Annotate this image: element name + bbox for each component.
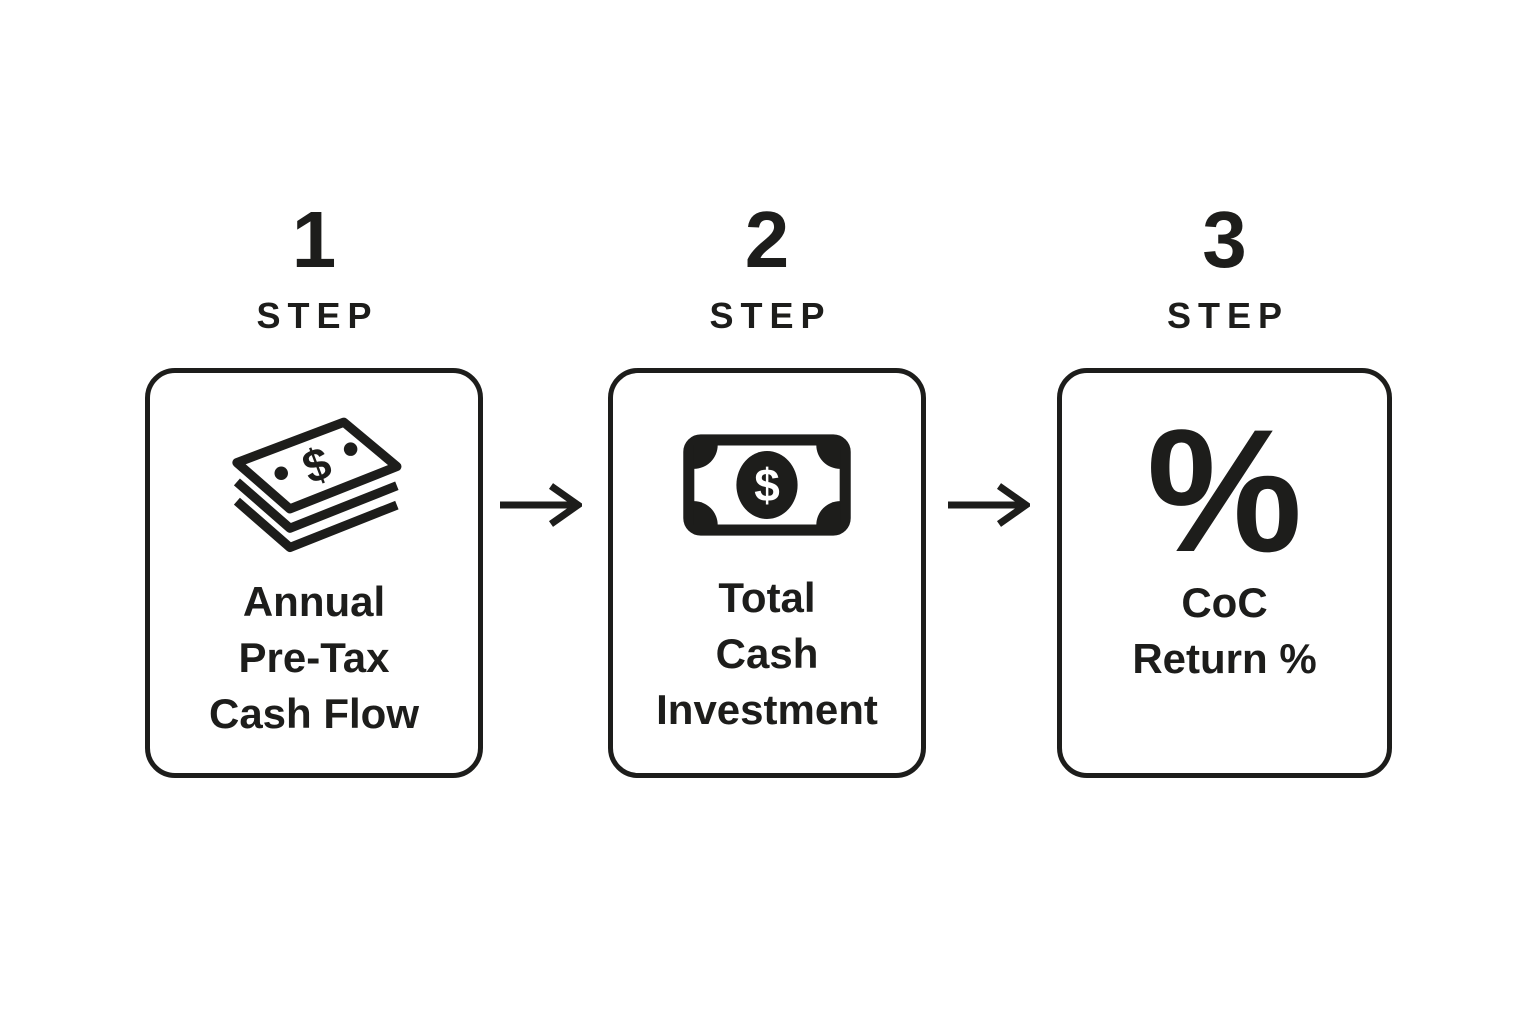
- step-1-title: Annual Pre-Tax Cash Flow: [209, 574, 419, 742]
- title-line: Investment: [656, 686, 878, 734]
- step-3-box: % CoC Return %: [1057, 368, 1392, 779]
- arrow-right-icon: [948, 483, 1030, 527]
- step-1-label: STEP: [256, 295, 379, 336]
- arrow-right-icon: [500, 483, 582, 527]
- percent-symbol: %: [1146, 394, 1303, 590]
- step-1-number: 1: [291, 195, 337, 284]
- step-2-box: $ Total Cash Investment: [608, 368, 926, 779]
- step-2-label: STEP: [709, 295, 832, 336]
- step-2-column: 2 STEP $ Total Cash Investment: [608, 0, 926, 779]
- step-3-column: 3 STEP % CoC Return %: [1057, 0, 1392, 779]
- title-line: Cash: [715, 630, 819, 678]
- title-line: Cash Flow: [208, 690, 420, 738]
- title-line: Pre-Tax: [238, 634, 390, 682]
- step-3-number: 3: [1202, 195, 1247, 284]
- title-line: Return %: [1132, 635, 1317, 683]
- step-1-box: $ Annual Pre-Tax Cash Flow: [145, 368, 483, 779]
- cash-stack-icon: $: [232, 417, 402, 553]
- title-line: Annual: [242, 578, 386, 626]
- step-1-column: 1 STEP $ Annual Pre-Tax Cash Flow: [145, 0, 483, 779]
- dollar-sign-glyph: $: [295, 436, 338, 494]
- step-2-number: 2: [744, 195, 790, 284]
- step-2-title: Total Cash Investment: [656, 570, 878, 738]
- dollar-bill-icon: $: [683, 434, 851, 536]
- step-3-title: CoC Return %: [1132, 575, 1316, 687]
- dollar-sign-glyph: $: [754, 459, 780, 511]
- step-3-label: STEP: [1166, 295, 1290, 336]
- title-line: Total: [718, 574, 816, 622]
- title-line: CoC: [1181, 579, 1268, 627]
